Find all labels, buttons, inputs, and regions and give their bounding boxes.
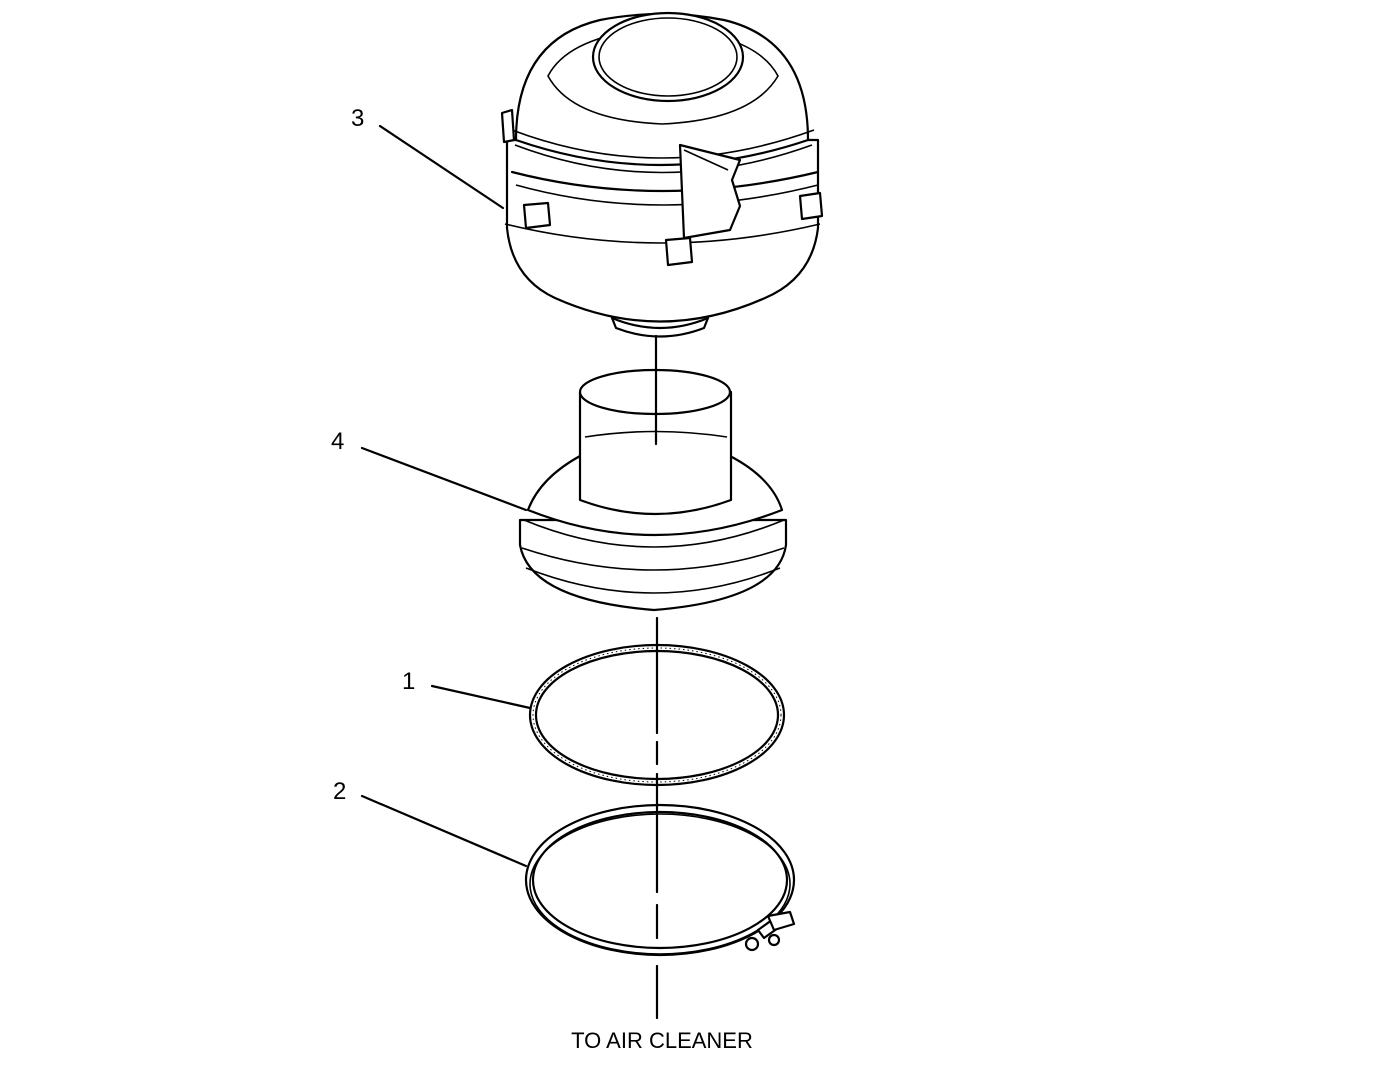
caption-to-air-cleaner: TO AIR CLEANER xyxy=(571,1028,753,1053)
part-4-adapter xyxy=(518,368,788,612)
callout-3: 3 xyxy=(351,105,364,132)
assembly-center-line xyxy=(654,334,659,1020)
callout-2: 2 xyxy=(333,778,346,805)
part-3-precleaner-cap xyxy=(500,11,824,338)
callout-1: 1 xyxy=(402,668,415,695)
part-2-clamp xyxy=(524,803,796,957)
callout-4: 4 xyxy=(331,428,344,455)
leader-lines xyxy=(360,124,532,868)
